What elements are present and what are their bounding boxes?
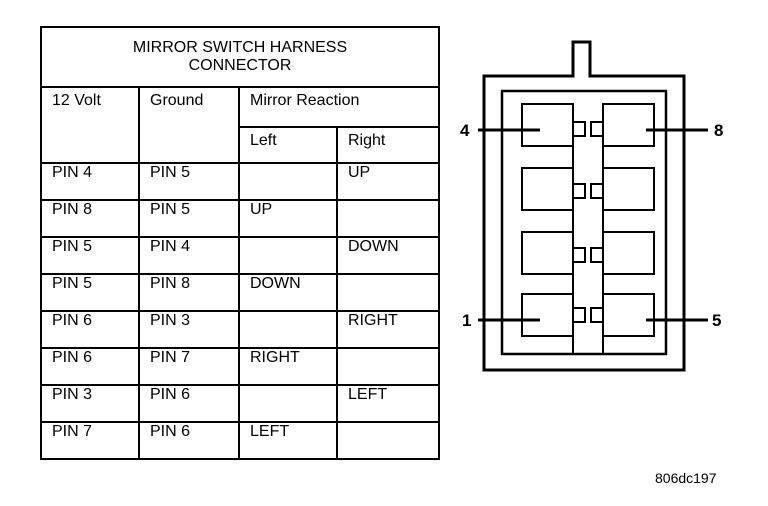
terminal-cavity bbox=[521, 231, 586, 275]
header-12-volt: 12 Volt bbox=[40, 86, 140, 164]
pin-label-5: 5 bbox=[712, 311, 721, 330]
cell-ground: PIN 8 bbox=[138, 273, 240, 312]
cell-left bbox=[238, 236, 338, 275]
cell-right bbox=[335, 347, 441, 386]
connector-diagram: 4 8 1 5 bbox=[460, 40, 723, 372]
cell-left: RIGHT bbox=[238, 347, 338, 386]
pin-label-1: 1 bbox=[462, 311, 471, 330]
cell-ground: PIN 6 bbox=[138, 421, 240, 460]
cell-right bbox=[335, 273, 441, 312]
cell-ground: PIN 7 bbox=[138, 347, 240, 386]
cell-right bbox=[335, 199, 441, 238]
connector-housing bbox=[482, 40, 686, 372]
connector-spine bbox=[572, 104, 604, 354]
table-row: PIN 6 PIN 7 RIGHT bbox=[40, 347, 441, 386]
cell-ground: PIN 3 bbox=[138, 310, 240, 349]
terminal-cavity bbox=[590, 103, 655, 147]
cell-left: LEFT bbox=[238, 421, 338, 460]
terminal-cavity bbox=[521, 293, 586, 337]
terminal-cavity bbox=[590, 293, 655, 337]
mirror-switch-table: MIRROR SWITCH HARNESS CONNECTOR 12 Volt … bbox=[39, 26, 441, 460]
header-ground: Ground bbox=[138, 86, 240, 164]
terminal-cavity bbox=[521, 103, 586, 147]
cell-right bbox=[335, 421, 441, 460]
table-row: PIN 3 PIN 6 LEFT bbox=[40, 384, 441, 423]
cell-right: DOWN bbox=[335, 236, 441, 275]
cell-ground: PIN 6 bbox=[138, 384, 240, 423]
table-row: PIN 5 PIN 4 DOWN bbox=[40, 236, 441, 275]
figure-id: 806dc197 bbox=[655, 470, 717, 486]
table-row: PIN 5 PIN 8 DOWN bbox=[40, 273, 441, 312]
pin-label-4: 4 bbox=[460, 121, 470, 140]
header-mirror-reaction: Mirror Reaction bbox=[237, 86, 441, 128]
cell-ground: PIN 5 bbox=[138, 199, 240, 238]
cell-12-volt: PIN 6 bbox=[40, 347, 140, 386]
cell-left: UP bbox=[238, 199, 338, 238]
table-title-line2: CONNECTOR bbox=[188, 57, 292, 74]
cell-12-volt: PIN 3 bbox=[40, 384, 140, 423]
table-title: MIRROR SWITCH HARNESS CONNECTOR bbox=[39, 26, 441, 88]
cell-left: DOWN bbox=[238, 273, 338, 312]
cell-left bbox=[238, 310, 338, 349]
table-row: PIN 7 PIN 6 LEFT bbox=[40, 421, 441, 460]
terminal-cavity bbox=[521, 167, 586, 211]
table-title-line1: MIRROR SWITCH HARNESS bbox=[132, 39, 348, 56]
terminal-cavity bbox=[590, 231, 655, 275]
pin-label-8: 8 bbox=[714, 121, 723, 140]
table-row: PIN 4 PIN 5 UP bbox=[40, 162, 441, 201]
table-row: PIN 8 PIN 5 UP bbox=[40, 199, 441, 238]
cell-right: RIGHT bbox=[335, 310, 441, 349]
cell-12-volt: PIN 7 bbox=[40, 421, 140, 460]
connector-cavity bbox=[500, 89, 668, 356]
header-left: Left bbox=[238, 126, 338, 164]
cell-12-volt: PIN 4 bbox=[40, 162, 140, 201]
table-row: PIN 6 PIN 3 RIGHT bbox=[40, 310, 441, 349]
cell-right: UP bbox=[335, 162, 441, 201]
cell-ground: PIN 5 bbox=[138, 162, 240, 201]
header-right: Right bbox=[335, 126, 441, 164]
terminal-cavity bbox=[590, 167, 655, 211]
cell-12-volt: PIN 5 bbox=[40, 273, 140, 312]
cell-left bbox=[238, 384, 338, 423]
cell-left bbox=[238, 162, 338, 201]
cell-ground: PIN 4 bbox=[138, 236, 240, 275]
cell-12-volt: PIN 5 bbox=[40, 236, 140, 275]
cell-right: LEFT bbox=[335, 384, 441, 423]
cell-12-volt: PIN 6 bbox=[40, 310, 140, 349]
cell-12-volt: PIN 8 bbox=[40, 199, 140, 238]
